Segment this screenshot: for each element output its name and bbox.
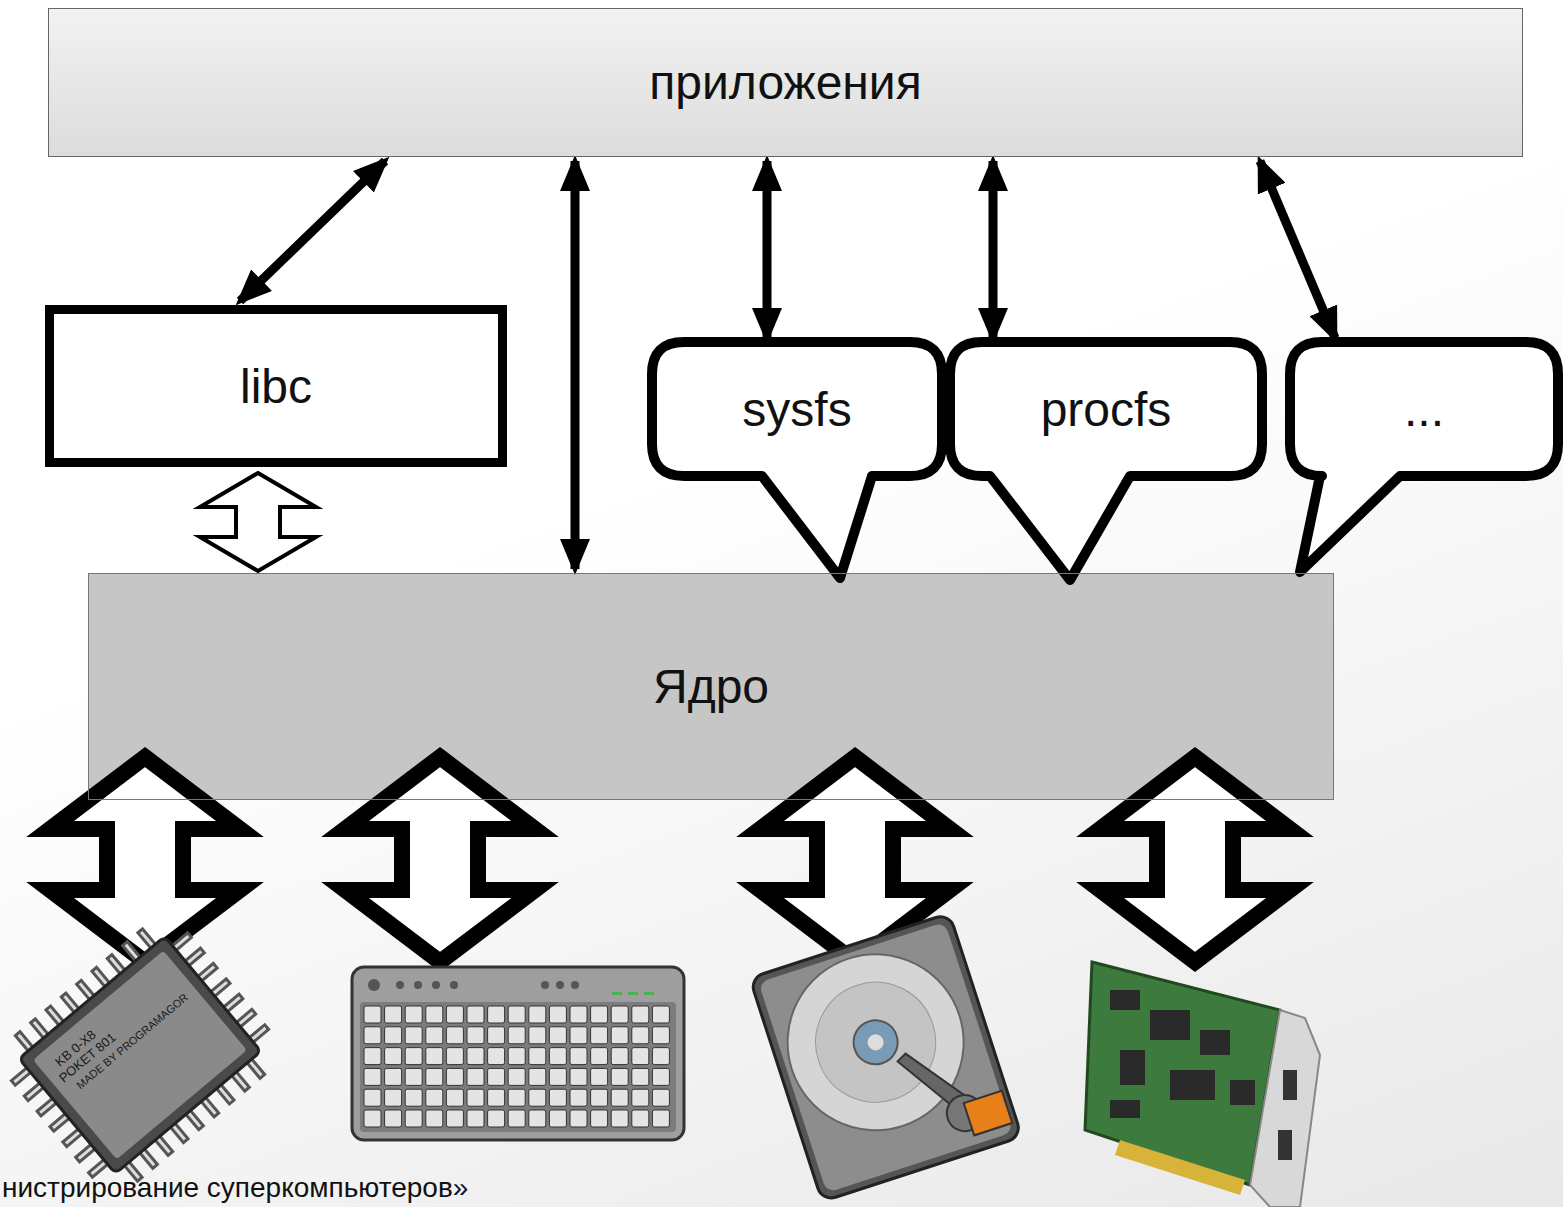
library-box: libc [45, 305, 507, 467]
keyboard-illustration [352, 967, 684, 1140]
node-label: Ядро [653, 659, 769, 714]
device-arrows [50, 757, 1290, 962]
access-arrow [240, 161, 385, 301]
node-label: libc [240, 359, 312, 414]
procfs-callout: procfs [950, 342, 1262, 476]
node-label: приложения [649, 55, 921, 110]
kernel-fill [88, 573, 1334, 800]
access-arrow [1260, 161, 1335, 338]
access-arrow [571, 161, 580, 569]
node-label: ... [1404, 382, 1444, 437]
device-arrow [50, 757, 240, 962]
kernel-layer: Ядро [88, 573, 1334, 800]
device-arrow [345, 757, 535, 962]
other-fs-callout: ... [1290, 342, 1558, 476]
node-label: procfs [1041, 382, 1172, 437]
sysfs-callout: sysfs [652, 342, 942, 476]
device-arrow [1100, 757, 1290, 962]
access-arrow [989, 161, 998, 338]
applications-layer: приложения [48, 8, 1523, 157]
hard-disk-illustration [750, 913, 1022, 1201]
footer-caption: нистрирование суперкомпьютеров» [2, 1172, 468, 1204]
chip-illustration [0, 908, 289, 1201]
call-interface-arrow [200, 473, 316, 571]
access-arrow [763, 161, 772, 338]
node-label: sysfs [742, 382, 851, 437]
network-card-illustration [1085, 962, 1320, 1207]
